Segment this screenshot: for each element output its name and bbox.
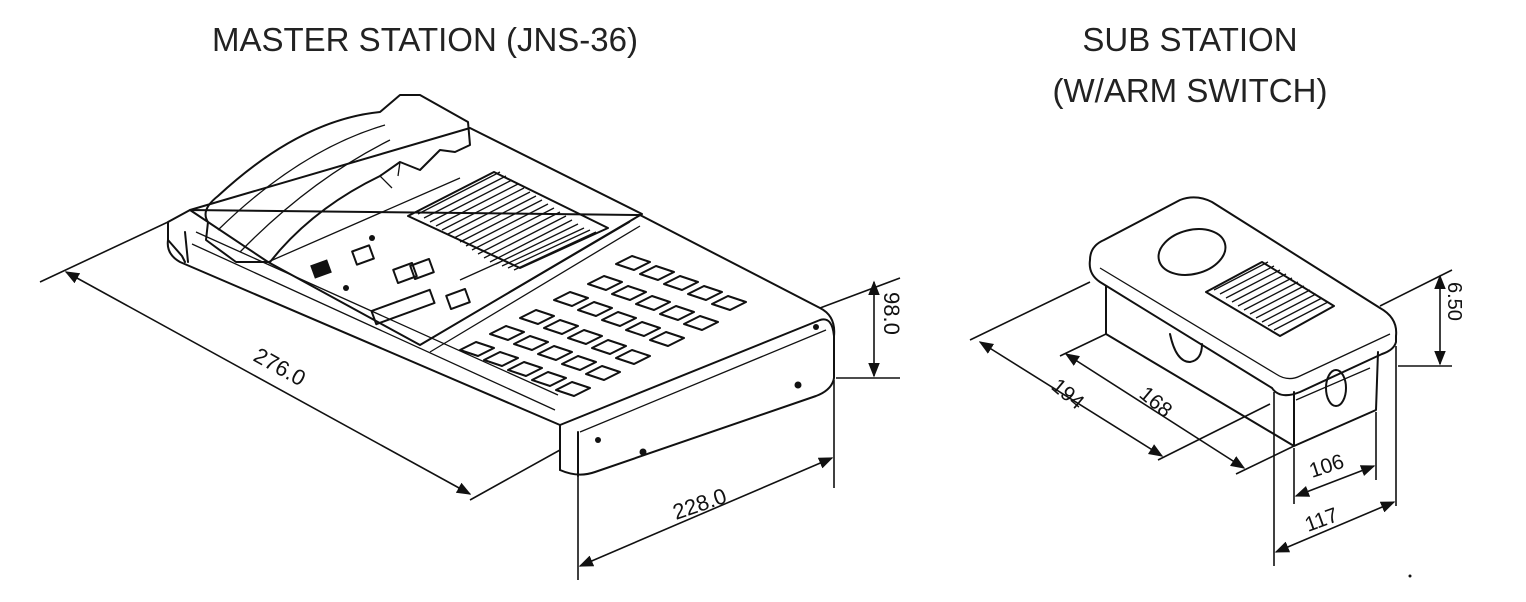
sub-round-knob <box>1157 228 1227 276</box>
sub-dim-inner-width: 106 <box>1293 412 1377 504</box>
master-dim-height: 98.0 <box>819 277 904 379</box>
sub-dim-height: 6.50 <box>1379 269 1465 367</box>
sub-dim-outer-depth-label: 194 <box>1047 374 1089 414</box>
master-keypad <box>459 255 747 397</box>
master-handset <box>204 94 471 263</box>
sub-front-hole <box>1325 369 1347 407</box>
master-side-panel <box>559 318 835 477</box>
master-speaker-grille <box>407 171 609 271</box>
sub-station-title: SUB STATION (W/ARM SWITCH) <box>1000 14 1380 116</box>
sub-dim-outer-depth: 194 <box>969 281 1271 461</box>
master-station-title: MASTER STATION (JNS-36) <box>212 21 638 58</box>
sub-station-title-line1: SUB STATION <box>1082 21 1298 58</box>
sub-dim-outer-width-label: 117 <box>1302 504 1341 537</box>
sub-side-hole <box>1169 333 1203 363</box>
sub-speaker-grille <box>1205 261 1335 337</box>
sub-station-drawing: 194 168 106 117 6.50 <box>969 196 1465 578</box>
master-dim-width-label: 228.0 <box>669 483 729 525</box>
sub-dim-inner-width-label: 106 <box>1306 450 1346 483</box>
master-dim-length-label: 276.0 <box>250 343 310 392</box>
sub-dim-height-label: 6.50 <box>1443 282 1465 321</box>
master-top-deck <box>189 127 643 346</box>
sub-station-title-line2: (W/ARM SWITCH) <box>1052 72 1328 109</box>
master-dim-width: 228.0 <box>577 380 835 580</box>
sub-dim-inner-depth-label: 168 <box>1135 382 1177 422</box>
master-base-outline <box>166 209 836 476</box>
master-station-drawing: 276.0 228.0 98.0 <box>39 94 904 580</box>
master-dim-height-label: 98.0 <box>879 292 904 335</box>
